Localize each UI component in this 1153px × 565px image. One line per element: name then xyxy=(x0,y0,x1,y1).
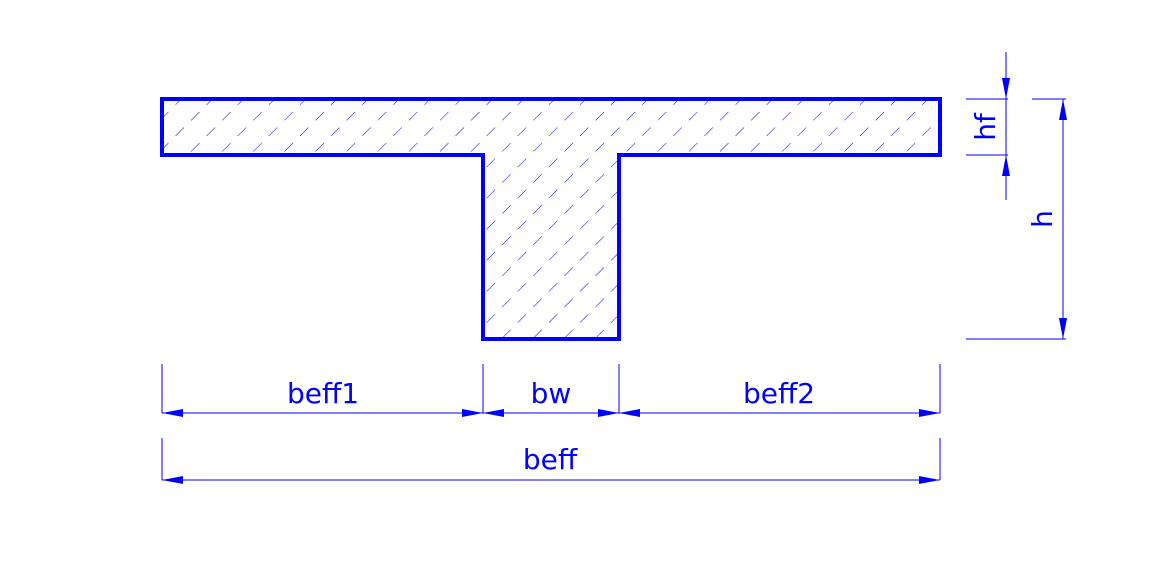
beff2-label: beff2 xyxy=(743,377,815,410)
partial-width-dimension xyxy=(162,409,940,417)
beff-dimension xyxy=(162,476,940,484)
hf-dimension xyxy=(966,52,1010,200)
beff1-label: beff1 xyxy=(287,377,359,410)
width-extension-lines xyxy=(161,364,941,480)
hf-label: hf xyxy=(969,112,1002,141)
h-label: h xyxy=(1026,210,1059,228)
beff-label: beff xyxy=(523,443,578,476)
t-section-outline xyxy=(160,97,942,341)
bw-label: bw xyxy=(531,377,572,410)
h-dimension xyxy=(966,98,1067,340)
t-section-hatch xyxy=(162,99,940,339)
t-section xyxy=(160,97,942,341)
